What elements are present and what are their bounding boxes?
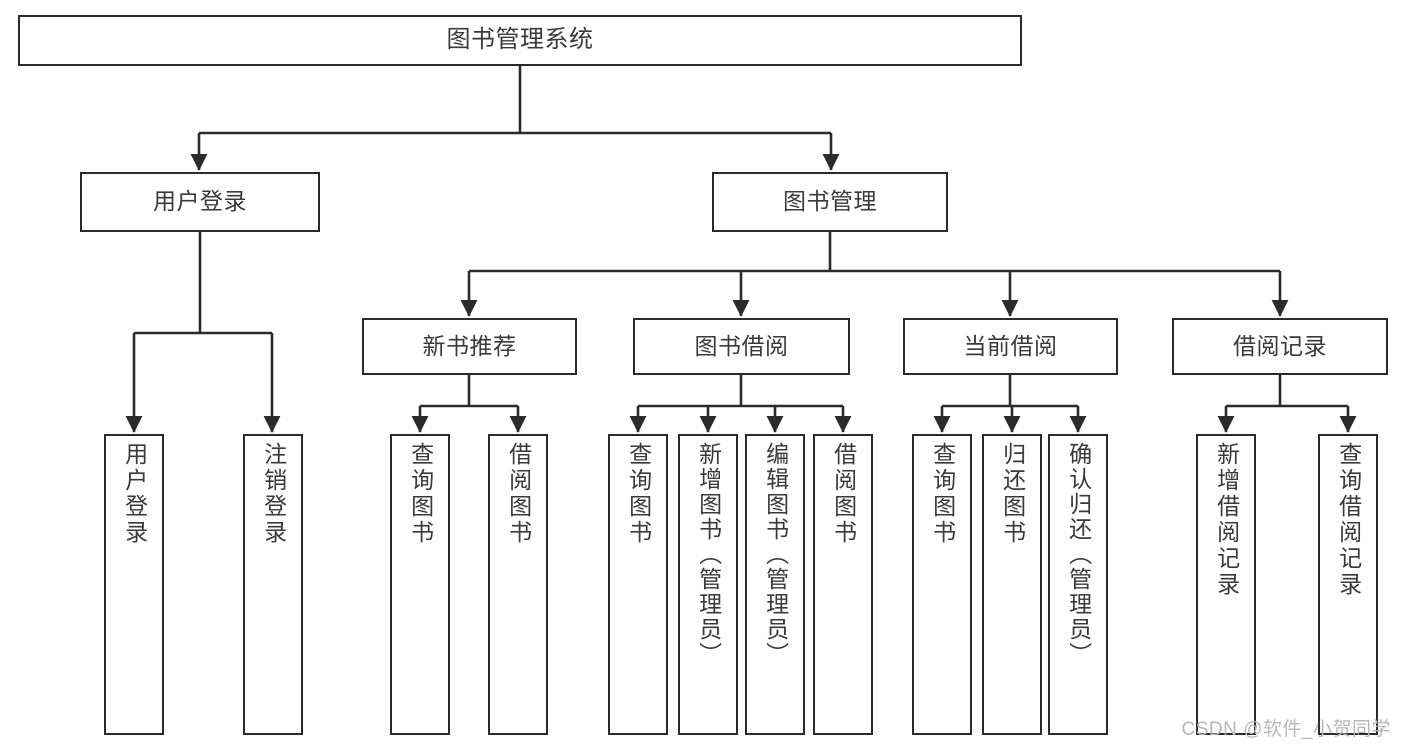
csdn-watermark: CSDN @软件_小贺同学 bbox=[1181, 719, 1391, 740]
leaf-add-loan-record[interactable]: 新增借阅记录 bbox=[1196, 434, 1256, 735]
node-label: 用户登录 bbox=[121, 442, 148, 546]
node-book-management[interactable]: 图书管理 bbox=[712, 172, 948, 232]
leaf-edit-book-admin[interactable]: 编辑图书（管理员） bbox=[745, 434, 805, 735]
node-new-book-recommendation[interactable]: 新书推荐 bbox=[362, 318, 577, 375]
node-book-borrowing[interactable]: 图书借阅 bbox=[633, 318, 850, 375]
leaf-confirm-return-admin[interactable]: 确认归还（管理员） bbox=[1048, 434, 1108, 735]
node-label: 新增借阅记录 bbox=[1213, 442, 1240, 598]
node-label: 当前借阅 bbox=[963, 332, 1058, 359]
node-label: 图书管理 bbox=[783, 188, 877, 215]
node-label: 图书管理系统 bbox=[446, 26, 594, 54]
node-label: 借阅图书 bbox=[830, 442, 857, 546]
node-label: 查询图书 bbox=[929, 442, 956, 546]
leaf-user-login[interactable]: 用户登录 bbox=[104, 434, 164, 735]
node-label: 查询图书 bbox=[625, 442, 652, 546]
node-label: 图书借阅 bbox=[694, 332, 789, 359]
leaf-query-book-current-loan[interactable]: 查询图书 bbox=[912, 434, 972, 735]
node-user-login[interactable]: 用户登录 bbox=[80, 172, 320, 232]
node-loan-records[interactable]: 借阅记录 bbox=[1172, 318, 1388, 375]
node-current-loans[interactable]: 当前借阅 bbox=[903, 318, 1118, 375]
leaf-borrow-book-borrowing[interactable]: 借阅图书 bbox=[813, 434, 873, 735]
node-label: 编辑图书（管理员） bbox=[762, 442, 789, 667]
leaf-query-book-new-recommendation[interactable]: 查询图书 bbox=[390, 434, 450, 735]
node-label: 用户登录 bbox=[153, 188, 247, 215]
node-label: 借阅图书 bbox=[505, 442, 532, 546]
node-label: 新书推荐 bbox=[422, 332, 517, 359]
leaf-add-book-admin[interactable]: 新增图书（管理员） bbox=[678, 434, 738, 735]
node-label: 新增图书（管理员） bbox=[695, 442, 722, 667]
leaf-user-logout[interactable]: 注销登录 bbox=[243, 434, 303, 735]
node-label: 注销登录 bbox=[260, 442, 287, 546]
node-book-management-system[interactable]: 图书管理系统 bbox=[18, 15, 1022, 66]
leaf-borrow-book-new-recommendation[interactable]: 借阅图书 bbox=[488, 434, 548, 735]
leaf-query-book-borrowing[interactable]: 查询图书 bbox=[608, 434, 668, 735]
node-label: 归还图书 bbox=[999, 442, 1026, 546]
node-label: 借阅记录 bbox=[1233, 332, 1327, 359]
leaf-query-loan-record[interactable]: 查询借阅记录 bbox=[1318, 434, 1378, 735]
node-label: 查询借阅记录 bbox=[1335, 442, 1362, 598]
node-label: 查询图书 bbox=[407, 442, 434, 546]
leaf-return-book[interactable]: 归还图书 bbox=[982, 434, 1042, 735]
node-label: 确认归还（管理员） bbox=[1065, 442, 1092, 667]
